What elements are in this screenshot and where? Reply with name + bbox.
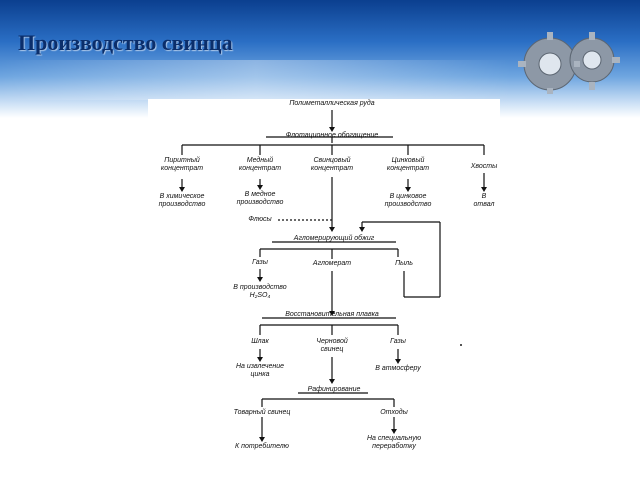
node-dust: Пыль xyxy=(395,260,413,267)
node-waste: Отходы xyxy=(380,409,408,416)
node-pyrite: Пиритный концентрат xyxy=(160,157,204,172)
node-gases-1-dest: В производство H₂SO₄ xyxy=(233,284,287,299)
node-slag: Шлак xyxy=(251,338,269,345)
node-gases-2-dest: В атмосферу xyxy=(375,365,421,372)
gears-icon xyxy=(518,32,620,94)
node-commodity-lead: Товарный свинец xyxy=(233,409,291,416)
node-flotation: Флотационное обогащение xyxy=(285,132,379,139)
node-crude-lead: Черновой свинец xyxy=(316,338,348,353)
node-zinc: Цинковый концентрат xyxy=(386,157,430,172)
node-fluxes: Флюсы xyxy=(248,216,272,223)
node-reduction-smelt: Восстановительная плавка xyxy=(285,311,379,318)
node-tails-dest: В отвал xyxy=(473,193,495,208)
node-agglom-roast: Агломерирующий обжиг xyxy=(293,235,375,242)
node-tails: Хвосты xyxy=(470,163,498,170)
flowchart: Полиметаллическая руда Флотационное обог… xyxy=(148,99,500,462)
node-lead: Свинцовый концентрат xyxy=(310,157,354,172)
node-copper-dest: В медное производство xyxy=(236,191,284,206)
node-commodity-dest: К потребителю xyxy=(235,443,289,450)
flowchart-lines xyxy=(179,110,487,442)
node-agglomerate: Агломерат xyxy=(312,260,352,267)
node-zinc-dest: В цинковое производство xyxy=(384,193,432,208)
slide-title: Производство свинца xyxy=(18,30,233,55)
node-root: Полиметаллическая руда xyxy=(289,100,375,107)
node-pyrite-dest: В химическое производство xyxy=(158,193,206,208)
node-gases-2: Газы xyxy=(390,338,406,345)
node-copper: Медный концентрат xyxy=(238,157,282,172)
node-gases-1: Газы xyxy=(252,259,268,266)
node-slag-dest: На извлечение цинка xyxy=(235,363,285,378)
node-refining: Рафинирование xyxy=(307,386,361,393)
stray-dot xyxy=(460,344,462,346)
node-waste-dest: На специальную переработку xyxy=(366,435,422,450)
